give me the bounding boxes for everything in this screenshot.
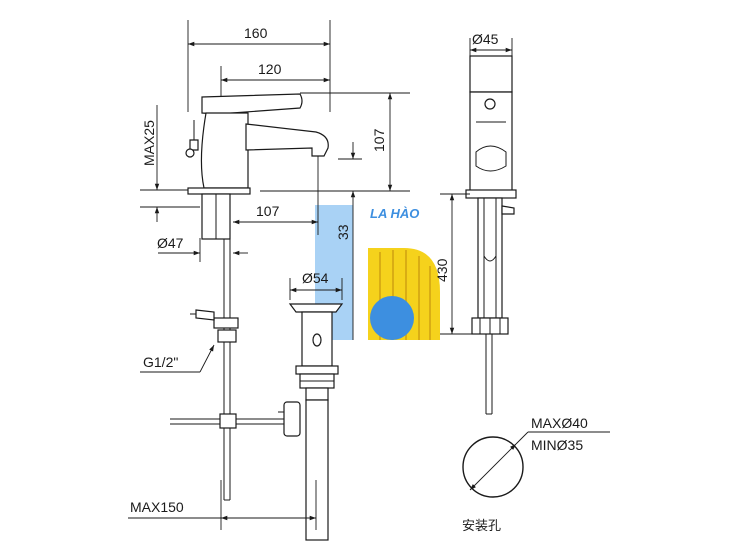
mounting-hole: MAXØ40 MINØ35 安装孔 xyxy=(462,415,610,534)
dim-g12-label: G1/2" xyxy=(143,354,178,370)
dim-33-label: 33 xyxy=(335,224,351,240)
dim-max-phi40-label: MAXØ40 xyxy=(531,415,588,431)
dim-phi54-label: Ø54 xyxy=(302,270,329,286)
dimension-430: 430 xyxy=(434,193,472,335)
dimension-max150: MAX150 xyxy=(128,480,317,530)
dim-phi45-label: Ø45 xyxy=(472,31,499,47)
dim-min-phi35-label: MINØ35 xyxy=(531,437,583,453)
mounting-hole-caption: 安装孔 xyxy=(462,519,501,534)
drain-assembly: Ø54 xyxy=(278,270,344,541)
label-g12: G1/2" xyxy=(140,344,215,373)
dim-430-label: 430 xyxy=(434,258,450,282)
dim-max150-label: MAX150 xyxy=(130,499,184,515)
dimension-33: 33 xyxy=(335,142,362,340)
dim-107-spout-label: 107 xyxy=(256,203,280,219)
dimension-120: 120 xyxy=(220,61,330,97)
dim-max25-label: MAX25 xyxy=(141,120,157,166)
faucet-front-view: Ø45 xyxy=(465,31,517,415)
faucet-side-view xyxy=(170,93,329,501)
dimension-max25: MAX25 xyxy=(140,105,200,222)
dimension-107-spout: 107 xyxy=(233,155,319,235)
dim-160-label: 160 xyxy=(244,25,268,41)
dim-107-height-label: 107 xyxy=(371,128,387,152)
dimension-phi47: Ø47 xyxy=(157,235,248,262)
logo-blue-dot xyxy=(370,296,414,340)
watermark-text: LA HÀO xyxy=(370,206,419,221)
watermark-logo: LA HÀO xyxy=(315,205,440,340)
dim-120-label: 120 xyxy=(258,61,282,77)
dimension-160: 160 xyxy=(187,20,331,112)
dimension-107-height: 107 xyxy=(260,92,410,192)
dim-phi47-label: Ø47 xyxy=(157,235,184,251)
